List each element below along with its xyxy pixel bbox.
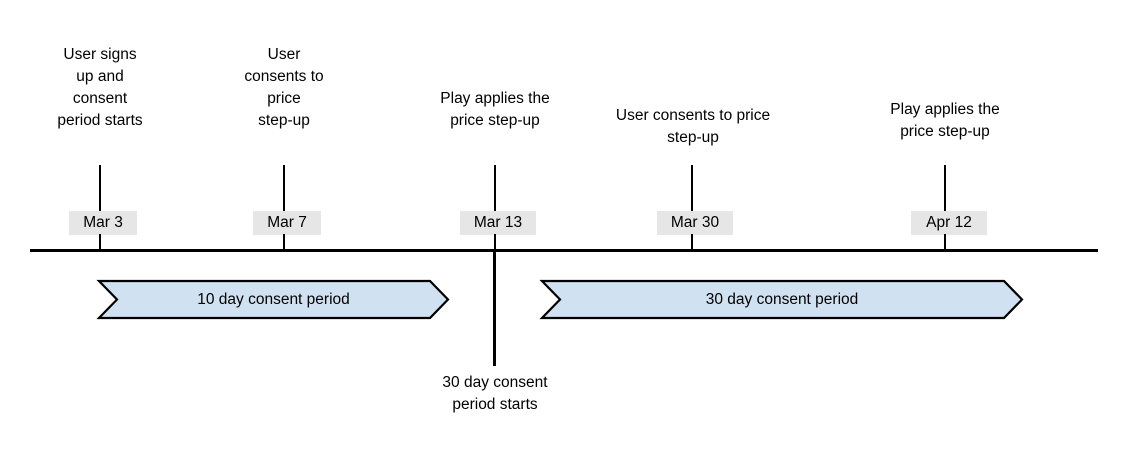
milestone-tick-lower-mar-30 xyxy=(691,234,693,250)
milestone-dropline-mar-13 xyxy=(493,250,496,366)
milestone-tick-mar-30 xyxy=(691,165,693,212)
period-bar-30-day-shape xyxy=(539,279,1024,320)
milestone-caption-mar-30: User consents to price step-up xyxy=(615,107,771,146)
date-chip-mar-7: Mar 7 xyxy=(253,211,321,235)
milestone-tick-lower-mar-3 xyxy=(99,234,101,250)
period-bar-10-day: 10 day consent period xyxy=(96,279,450,320)
date-chip-mar-13: Mar 13 xyxy=(460,211,536,235)
milestone-caption-mar-7: User consents to price step-up xyxy=(244,46,324,129)
milestone-tick-mar-7 xyxy=(283,165,285,212)
milestone-tick-lower-apr-12 xyxy=(944,234,946,250)
milestone-tick-lower-mar-13 xyxy=(494,234,496,250)
milestone-tick-mar-13 xyxy=(494,165,496,212)
milestone-caption-mar-3: User signs up and consent period starts xyxy=(57,46,143,129)
milestone-tick-mar-3 xyxy=(99,165,101,212)
milestone-caption-apr-12: Play applies the price step-up xyxy=(890,101,1000,140)
annotation-30-day-consent-period-starts: 30 day consent period starts xyxy=(442,374,548,413)
milestone-tick-apr-12 xyxy=(944,165,946,212)
date-chip-apr-12: Apr 12 xyxy=(911,211,987,235)
date-chip-mar-3: Mar 3 xyxy=(69,211,137,235)
timeline-axis xyxy=(30,249,1098,252)
milestone-tick-lower-mar-7 xyxy=(283,234,285,250)
period-bar-30-day: 30 day consent period xyxy=(539,279,1024,320)
date-chip-mar-30: Mar 30 xyxy=(657,211,733,235)
milestone-caption-mar-13: Play applies the price step-up xyxy=(440,90,550,129)
period-bar-10-day-shape xyxy=(96,279,450,320)
